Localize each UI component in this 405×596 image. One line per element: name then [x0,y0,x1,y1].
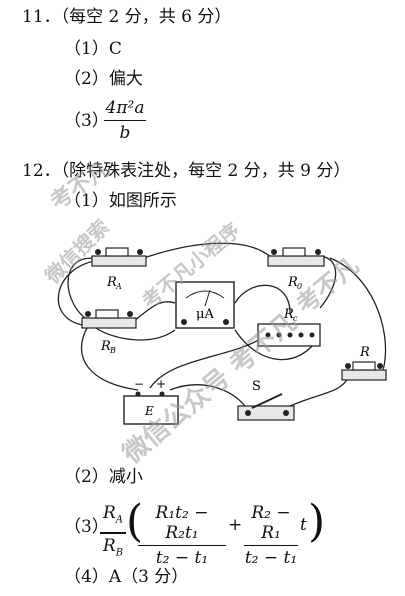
q11-fraction-numerator: 4π²a [105,98,145,118]
label-r: R [359,345,370,360]
label-r0: R [287,275,298,290]
label-ra-sub: A [115,282,122,291]
q12-fraction-2-numerator: R₂ − R₁ [251,503,291,543]
fraction-bar [244,545,298,547]
battery-e [123,391,179,425]
q12-fraction-2: R₂ − R₁ t₂ − t₁ [244,503,298,568]
q12-outer-fraction: RA RB [100,503,126,563]
label-rc-sub: c [293,314,298,323]
q12-fraction-1: R₁t₂ − R₂t₁ t₂ − t₁ [138,503,226,568]
q12-answer-3-label: （3） [64,517,109,537]
resistor-rb [81,309,137,329]
q12-fraction-1-numerator: R₁t₂ − R₂t₁ [155,503,209,543]
left-paren: ( [126,496,144,547]
label-rb: R [100,339,111,354]
q12-outer-denominator-sub: B [115,546,124,558]
resistance-box-rc [257,323,321,347]
microammeter [175,281,235,329]
resistor-r0 [267,247,325,267]
label-battery-plus: + [156,377,166,391]
wire [67,257,104,319]
fraction-bar [104,120,146,122]
q11-header: 11．（每空 2 分，共 6 分） [22,7,232,27]
wire [80,325,139,391]
label-rb-sub: B [109,346,116,355]
label-s: S [252,379,261,394]
label-rc: R [283,307,294,322]
label-ra: R [106,275,117,290]
q12-answer-1: （1）如图所示 [64,191,177,211]
q12-fraction-1-denominator: t₂ − t₁ [155,548,209,569]
q12-outer-numerator-sub: A [115,514,124,526]
label-meter: μA [196,307,214,322]
q12-plus-sign: + [228,515,243,535]
q11-answer-3-fraction: 4π²a b [104,98,146,143]
label-r0-sub: 0 [297,282,302,291]
wire [329,257,387,379]
wire [289,377,349,407]
wire [95,327,176,341]
q12-outer-denominator: R [102,535,116,556]
q11-fraction-denominator: b [119,123,131,144]
switch-s [237,393,295,421]
q12-answer-2: （2）减小 [64,467,143,487]
q11-answer-3-label: （3） [64,111,109,131]
fraction-bar [100,532,126,534]
label-e: E [144,404,154,418]
resistor-r [341,361,387,381]
q11-answer-1: （1）C [64,39,122,59]
q12-fraction-2-denominator: t₂ − t₁ [244,548,298,569]
q12-header: 12．（除特殊表注处，每空 2 分，共 9 分） [22,161,351,181]
q12-outer-numerator: R [102,503,116,523]
wire [234,284,291,314]
q11-answer-2: （2）偏大 [64,69,143,89]
wire [169,384,246,407]
circuit-diagram: R A R 0 μA R B R c R − [57,242,387,425]
wire [57,259,104,327]
right-paren: ) [308,496,326,547]
label-battery-minus: − [134,377,144,391]
wire [137,242,273,261]
resistor-ra [91,247,147,267]
q12-answer-4: （4）A（3 分） [64,567,189,587]
fraction-bar [138,545,226,547]
q12-tail-variable: t [300,515,307,535]
wire [149,337,263,389]
